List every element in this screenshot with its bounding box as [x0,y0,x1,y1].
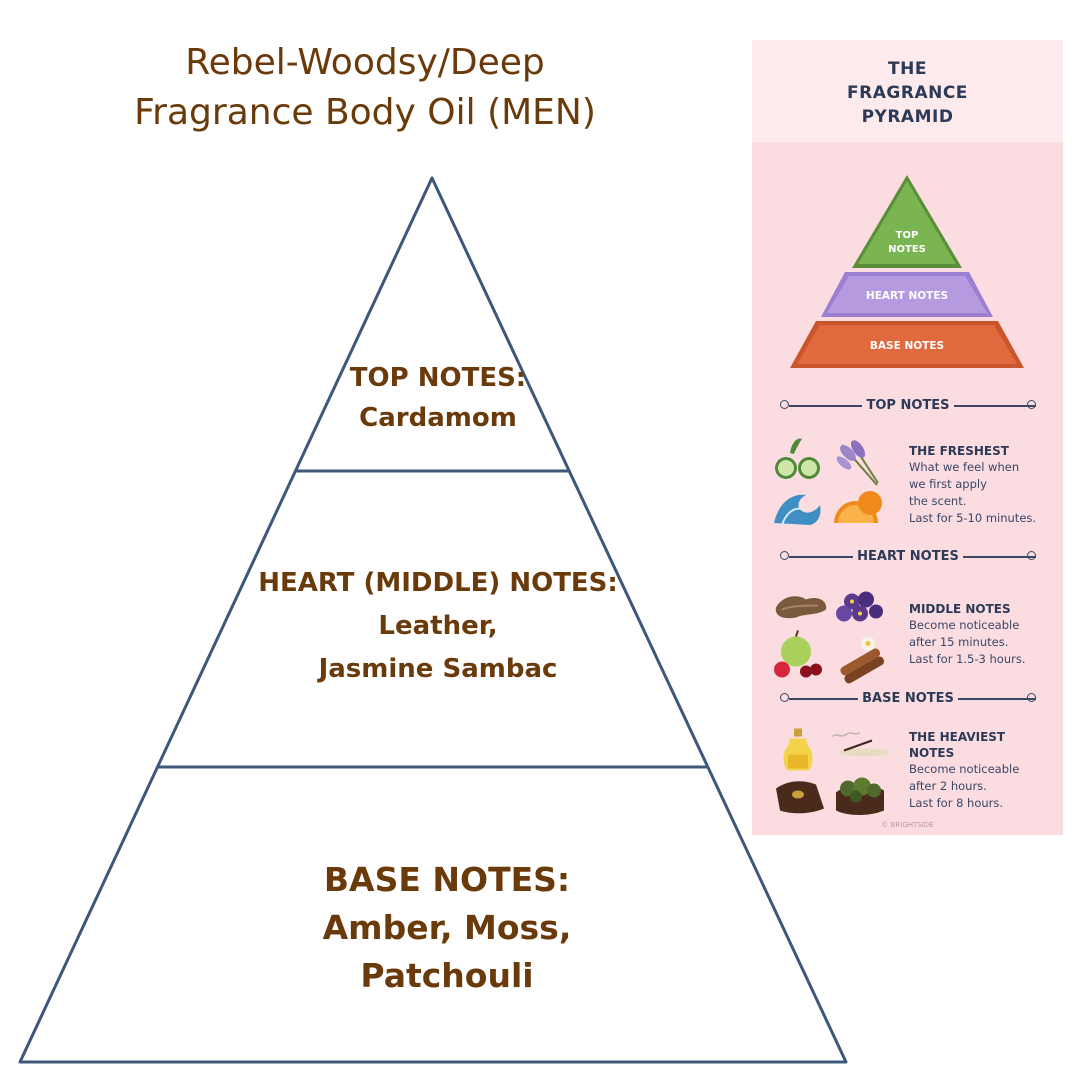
top-notes-desc-line-2: we first apply [909,477,987,491]
top-notes-desc-line-3: the scent. [909,494,967,508]
base-notes-desc-heading-1: THE HEAVIEST [909,730,1006,744]
heart-notes-line-2: Jasmine Sambac [318,654,558,684]
violet-icon [836,591,883,622]
page-title: Rebel-Woodsy/Deep Fragrance Body Oil (ME… [60,38,670,138]
heart-notes-line-1: Leather, [378,611,498,641]
title-line-1: Rebel-Woodsy/Deep [185,42,545,83]
top-notes-description: THE FRESHEST What we feel when we first … [909,443,1059,527]
mini-top-label-1: TOP [896,230,919,241]
section-header-heart-notes: HEART NOTES [780,547,1036,567]
infographic-title-line-3: PYRAMID [861,107,954,127]
section-header-base-notes: BASE NOTES [780,689,1036,709]
fragrance-pyramid-infographic: THE FRAGRANCE PYRAMID TOP NOTES HEART NO… [752,40,1063,835]
heart-notes-desc-line-2: after 15 minutes. [909,635,1009,649]
section-header-top-label: TOP NOTES [862,398,954,413]
base-notes-desc-line-3: Last for 8 hours. [909,796,1004,810]
heart-notes-desc-heading: MIDDLE NOTES [909,602,1011,616]
base-notes-desc-heading-2: NOTES [909,746,955,760]
cinnamon-icon [840,636,885,684]
ginger-icon [775,596,827,619]
wave-icon [774,494,821,526]
mini-pyramid: TOP NOTES HEART NOTES BASE NOTES [790,175,1024,368]
mini-heart-label: HEART NOTES [866,290,948,302]
image-credit: © BRIGHTSIDE [881,821,934,829]
top-notes-desc-heading: THE FRESHEST [909,444,1009,458]
heart-notes-heading: HEART (MIDDLE) NOTES: [258,568,618,598]
incense-icon [831,731,890,757]
top-notes-desc-line-4: Last for 5-10 minutes. [909,511,1037,525]
top-notes-icons [774,438,882,526]
moss-icon [836,777,884,815]
cucumber-icon [775,438,820,479]
base-notes-line-2: Patchouli [360,956,534,995]
wood-icon [776,781,824,814]
fruit-icon [774,630,822,678]
top-notes-tier: TOP NOTES: Cardamom [293,358,583,438]
title-line-2: Fragrance Body Oil (MEN) [134,92,596,133]
pyramid-outline [18,176,848,1064]
heart-notes-desc-line-1: Become noticeable [909,618,1020,632]
base-notes-heading: BASE NOTES: [323,860,571,899]
top-notes-desc-line-1: What we feel when [909,460,1020,474]
mini-top-label-2: NOTES [888,244,926,255]
section-header-base-label: BASE NOTES [858,691,958,706]
heart-notes-description: MIDDLE NOTES Become noticeable after 15 … [909,601,1059,668]
infographic-title: THE FRAGRANCE PYRAMID [752,57,1063,129]
section-header-heart-label: HEART NOTES [853,549,963,564]
base-notes-desc-line-1: Become noticeable [909,762,1020,776]
base-notes-description: THE HEAVIEST NOTES Become noticeable aft… [909,729,1059,812]
base-notes-line-1: Amber, Moss, [322,908,572,947]
oil-bottle-icon [783,728,813,771]
orange-icon [834,491,882,523]
heart-notes-tier: HEART (MIDDLE) NOTES: Leather, Jasmine S… [200,562,676,691]
infographic-title-line-2: FRAGRANCE [847,83,968,103]
base-notes-desc-line-2: after 2 hours. [909,779,987,793]
top-notes-heading: TOP NOTES: [349,363,527,393]
mini-base-label: BASE NOTES [870,340,944,352]
heart-notes-icons [774,591,885,684]
top-notes-list: Cardamom [359,403,517,433]
infographic-title-line-1: THE [888,59,927,79]
lavender-icon [836,440,879,486]
heart-notes-desc-line-3: Last for 1.5-3 hours. [909,652,1026,666]
section-header-top-notes: TOP NOTES [780,396,1036,416]
base-notes-tier: BASE NOTES: Amber, Moss, Patchouli [247,856,647,1000]
infographic-header [752,40,1063,142]
base-notes-icons [776,728,890,815]
fragrance-pyramid [18,176,848,1064]
